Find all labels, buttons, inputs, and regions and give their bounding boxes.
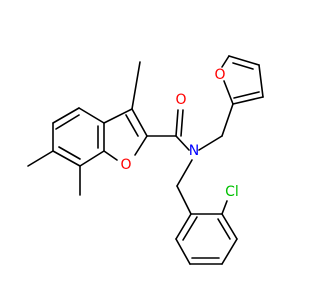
bond	[175, 238, 191, 265]
bond	[182, 216, 198, 241]
benzofuran-oxygen-label: O	[120, 157, 131, 173]
bond	[176, 185, 192, 215]
bond	[198, 135, 223, 151]
bond	[52, 107, 80, 124]
bond	[232, 62, 254, 70]
bond	[103, 150, 118, 161]
bond	[221, 200, 228, 215]
bond	[103, 108, 133, 124]
bond	[221, 103, 234, 137]
bond	[232, 96, 264, 105]
bond	[221, 213, 238, 240]
bond	[58, 146, 81, 160]
bond	[180, 109, 184, 137]
amide-nitrogen-label: N	[189, 143, 199, 159]
bond	[176, 159, 193, 187]
atom-labels: O O O N Cl	[120, 67, 238, 200]
bond	[221, 238, 238, 265]
bond	[79, 150, 105, 167]
bond	[228, 55, 260, 66]
chlorine-label: Cl	[225, 184, 239, 200]
bond	[55, 114, 80, 130]
bond	[258, 64, 264, 98]
bond	[223, 80, 234, 105]
chemical-structure: O O O N Cl	[27, 55, 264, 265]
bond	[233, 91, 260, 99]
bond	[175, 109, 179, 137]
bond	[134, 135, 148, 156]
bond	[131, 61, 141, 110]
bond	[125, 114, 139, 137]
bond	[221, 55, 230, 68]
bond	[175, 213, 192, 240]
bond	[217, 218, 231, 240]
bond	[131, 108, 148, 137]
carbonyl-oxygen-label: O	[175, 92, 186, 108]
bond	[175, 135, 190, 151]
bonds	[27, 55, 264, 265]
bond	[78, 107, 105, 124]
bond	[27, 150, 54, 167]
furan-oxygen-label: O	[214, 67, 225, 83]
bond	[52, 150, 81, 167]
